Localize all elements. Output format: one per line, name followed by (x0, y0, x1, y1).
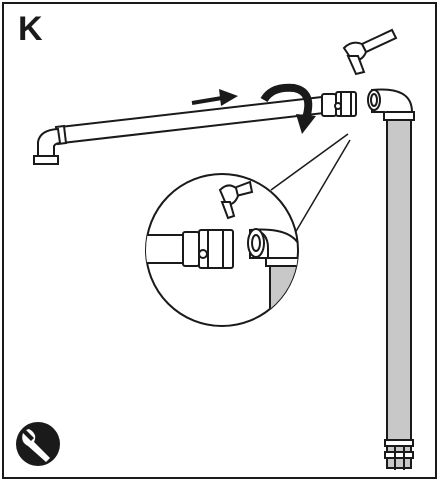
step-letter: K (18, 10, 43, 48)
instruction-panel-frame (2, 2, 437, 479)
adjustable-wrench-icon (342, 28, 398, 76)
tighten-rotation-icon (260, 83, 316, 134)
horizontal-pipe (33, 95, 326, 165)
callout-line (294, 139, 351, 234)
push-arrow-icon (191, 89, 238, 106)
callout-line (270, 133, 349, 191)
valve-fitting (321, 91, 357, 117)
elbow-fitting (367, 88, 414, 113)
vertical-pipe (383, 111, 415, 470)
detail-zoom-circle (145, 173, 299, 327)
wrench-icon (16, 422, 60, 466)
